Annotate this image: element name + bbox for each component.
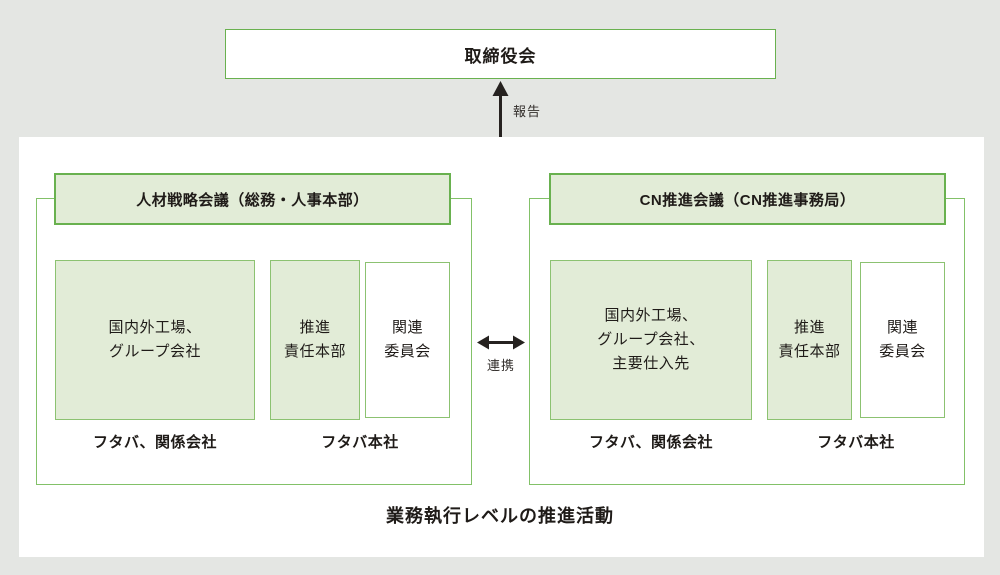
cn-promotion-header-label: CN推進会議（CN推進事務局） [639,191,856,209]
box-text-line: グループ会社、 [597,331,705,348]
box-text-line: 推進 [299,319,331,336]
box-text-line: 国内外工場、 [108,319,202,336]
board-of-directors-label: 取締役会 [464,46,537,66]
hr-headquarters-footer-label: フタバ本社 [321,433,399,451]
hr-promotion-hq-box: 推進 責任本部 [270,260,360,420]
report-arrow-label: 報告 [513,104,542,119]
hr-related-committee-box: 関連 委員会 [365,262,450,418]
hr-strategy-header-label: 人材戦略会議（総務・人事本部） [136,191,369,209]
cn-headquarters-footer-label: フタバ本社 [817,433,895,451]
hr-factories-group-box: 国内外工場、 グループ会社 [55,260,255,420]
cn-affiliates-footer-label: フタバ、関係会社 [588,433,713,451]
hr-strategy-panel-header: 人材戦略会議（総務・人事本部） [54,173,451,225]
hr-affiliates-footer-label: フタバ、関係会社 [92,433,217,451]
cooperation-double-arrow-icon [477,335,525,350]
cooperation-arrow-label: 連携 [486,358,515,373]
cn-promotion-hq-box: 推進 責任本部 [767,260,852,420]
cn-related-committee-box: 関連 委員会 [860,262,945,418]
box-text-line: 委員会 [879,343,926,360]
report-up-arrow-icon [492,81,509,138]
box-text-line: 責任本部 [778,343,841,360]
box-text-line: グループ会社 [108,343,202,360]
board-of-directors-box: 取締役会 [225,29,776,79]
cn-promotion-panel-header: CN推進会議（CN推進事務局） [549,173,946,225]
box-text-line: 委員会 [384,343,431,360]
cn-factories-group-suppliers-box: 国内外工場、 グループ会社、 主要仕入先 [550,260,752,420]
box-text-line: 責任本部 [283,343,346,360]
execution-level-caption: 業務執行レベルの推進活動 [386,506,614,526]
box-text-line: 主要仕入先 [612,355,690,372]
box-text-line: 国内外工場、 [604,307,698,324]
box-text-line: 関連 [391,319,423,336]
box-text-line: 関連 [886,319,918,336]
box-text-line: 推進 [793,319,825,336]
